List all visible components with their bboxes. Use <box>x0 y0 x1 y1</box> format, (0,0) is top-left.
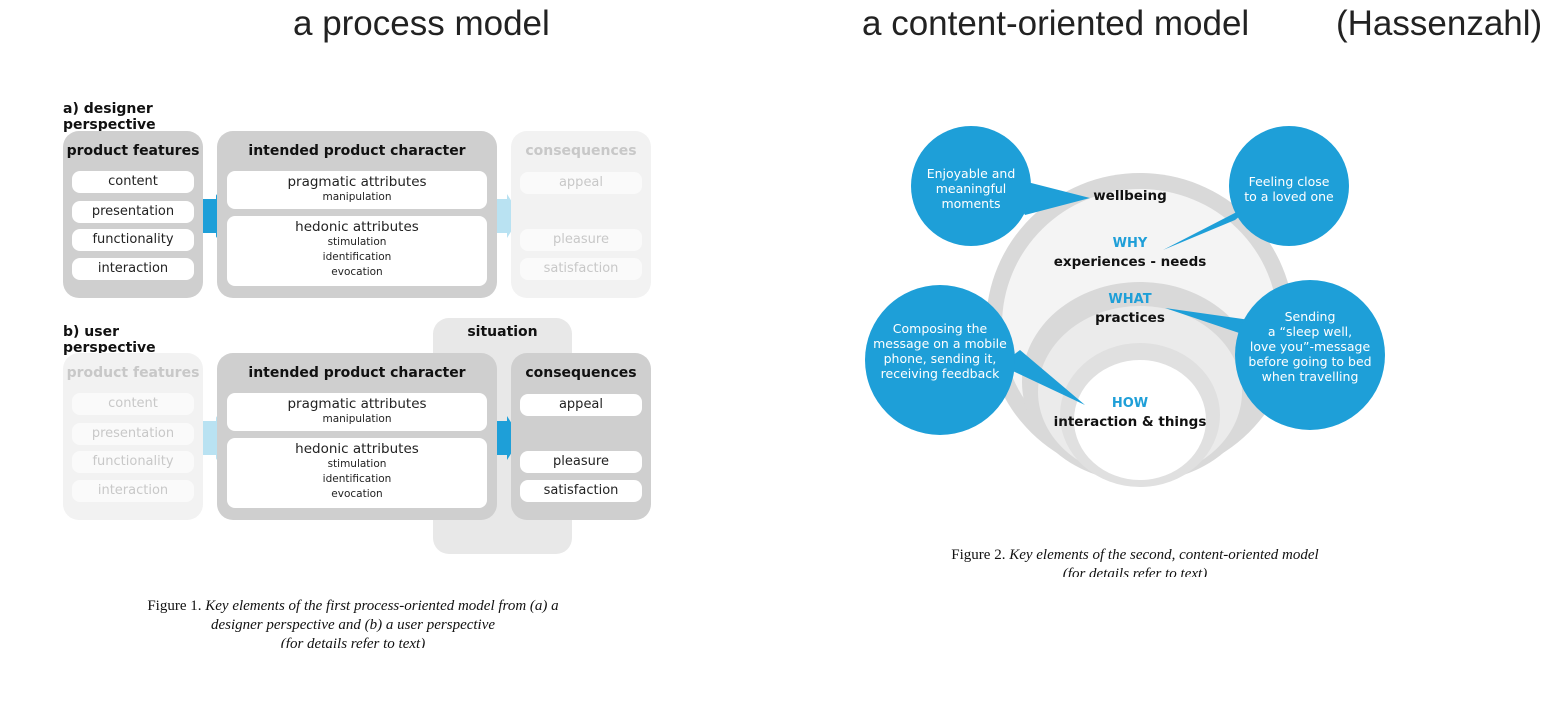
bubble-tail <box>1165 308 1260 340</box>
consequence-item: pleasure <box>520 229 642 251</box>
wellbeing-label: wellbeing <box>1093 188 1167 204</box>
what-label: WHAT <box>1108 292 1152 307</box>
bubble-line: Composing the <box>892 321 988 336</box>
interaction-things-label: interaction & things <box>1053 414 1207 430</box>
panel-title: consequences <box>525 365 637 381</box>
caption-text: (for details refer to text) <box>1062 566 1208 577</box>
arrow-bar <box>497 199 507 233</box>
hedonic-sub: stimulation <box>327 236 387 248</box>
feature-item: functionality <box>72 229 194 251</box>
hedonic-sub: identification <box>322 473 392 485</box>
bubble-line: when travelling <box>1261 369 1359 384</box>
panel-title: product features <box>66 365 200 381</box>
experiences-needs-label: experiences - needs <box>1053 254 1207 270</box>
consequence-item: satisfaction <box>520 258 642 280</box>
how-label: HOW <box>1111 396 1149 411</box>
author-heading: (Hassenzahl) <box>1336 4 1543 43</box>
hedonic-sub: stimulation <box>327 458 387 470</box>
bubble-line: meaningful <box>935 181 1007 196</box>
hedonic-title: hedonic attributes <box>295 219 419 235</box>
caption-text: Key elements of the first process-orient… <box>205 598 559 614</box>
pragmatic-sub: manipulation <box>322 413 392 425</box>
bubble-top-left-text: Enjoyable and meaningful moments <box>911 166 1031 211</box>
feature-item: presentation <box>72 201 194 223</box>
figure-2-diagram <box>865 126 1385 487</box>
why-label: WHY <box>1112 236 1148 251</box>
bubble-line: to a loved one <box>1244 189 1334 204</box>
bubble-bottom-right <box>1235 280 1385 430</box>
consequence-item: appeal <box>520 172 642 194</box>
bubble-line: moments <box>941 196 1001 211</box>
pragmatic-title: pragmatic attributes <box>287 174 427 190</box>
user-product-features-panel: product features content presentation fu… <box>63 353 203 520</box>
content-model-heading: a content-oriented model <box>862 4 1250 43</box>
bubble-line: love you”-message <box>1249 339 1371 354</box>
feature-item: interaction <box>72 480 194 502</box>
bubble-bottom-left-text: Composing the message on a mobile phone,… <box>865 321 1015 381</box>
bubble-top-right <box>1229 126 1349 246</box>
bubble-line: Feeling close <box>1248 174 1330 189</box>
bubble-line: Enjoyable and <box>926 166 1016 181</box>
feature-item: presentation <box>72 423 194 445</box>
arrow-bar <box>203 421 216 455</box>
feature-item: content <box>72 171 194 193</box>
consequence-item: appeal <box>520 394 642 416</box>
bubble-top-right-text: Feeling close to a loved one <box>1229 174 1349 204</box>
inner-core <box>1074 360 1206 480</box>
hedonic-attributes-box: hedonic attributes stimulation identific… <box>227 216 487 286</box>
caption-text: designer perspective and (b) a user pers… <box>210 617 496 633</box>
hedonic-sub: identification <box>322 251 392 263</box>
feature-item: content <box>72 393 194 415</box>
caption-prefix: Figure 1. <box>147 598 202 614</box>
feature-item: functionality <box>72 451 194 473</box>
bubble-line: receiving feedback <box>880 366 1000 381</box>
caption-prefix: Figure 2. <box>951 547 1006 563</box>
designer-product-character-panel: intended product character pragmatic att… <box>217 131 497 298</box>
arrow-bar <box>203 199 216 233</box>
designer-consequences-panel: consequences appeal pleasure satisfactio… <box>511 131 651 298</box>
user-perspective-label: b) user perspective <box>63 324 156 356</box>
bubble-bottom-right-text: Sending a “sleep well, love you”-message… <box>1235 309 1385 384</box>
hedonic-title: hedonic attributes <box>295 441 419 457</box>
bubble-bottom-left <box>865 285 1015 435</box>
panel-title: product features <box>66 143 200 159</box>
bubble-tail <box>1000 350 1085 405</box>
panel-title: intended product character <box>248 365 466 381</box>
arrow-bar <box>497 421 507 455</box>
pragmatic-sub: manipulation <box>322 191 392 203</box>
figure-2-caption: Figure 2. Key elements of the second, co… <box>880 546 1390 577</box>
pragmatic-title: pragmatic attributes <box>287 396 427 412</box>
panel-title: consequences <box>525 143 637 159</box>
hedonic-sub: evocation <box>331 266 383 278</box>
user-consequences-panel: consequences appeal pleasure satisfactio… <box>511 353 651 520</box>
bubble-line: message on a mobile <box>873 336 1007 351</box>
bubble-line: phone, sending it, <box>883 351 997 366</box>
caption-text: (for details refer to text) <box>280 636 426 648</box>
hedonic-attributes-box: hedonic attributes stimulation identific… <box>227 438 487 508</box>
panel-title: intended product character <box>248 143 466 159</box>
bubble-line: before going to bed <box>1248 354 1372 369</box>
consequence-item: satisfaction <box>520 480 642 502</box>
feature-item: interaction <box>72 258 194 280</box>
designer-perspective-label: a) designer perspective <box>63 101 156 133</box>
consequence-item: pleasure <box>520 451 642 473</box>
hedonic-sub: evocation <box>331 488 383 500</box>
bubble-top-left <box>911 126 1031 246</box>
pragmatic-attributes-box: pragmatic attributes manipulation <box>227 171 487 209</box>
designer-product-features-panel: product features content presentation fu… <box>63 131 203 298</box>
caption-text: Key elements of the second, content-orie… <box>1009 547 1319 563</box>
situation-title: situation <box>467 324 538 340</box>
user-product-character-panel: intended product character pragmatic att… <box>217 353 497 520</box>
process-model-heading: a process model <box>293 4 550 43</box>
practices-label: practices <box>1095 310 1165 326</box>
pragmatic-attributes-box: pragmatic attributes manipulation <box>227 393 487 431</box>
figure-1-caption: Figure 1. Key elements of the first proc… <box>63 597 643 648</box>
bubble-line: a “sleep well, <box>1267 324 1353 339</box>
bubble-line: Sending <box>1284 309 1336 324</box>
